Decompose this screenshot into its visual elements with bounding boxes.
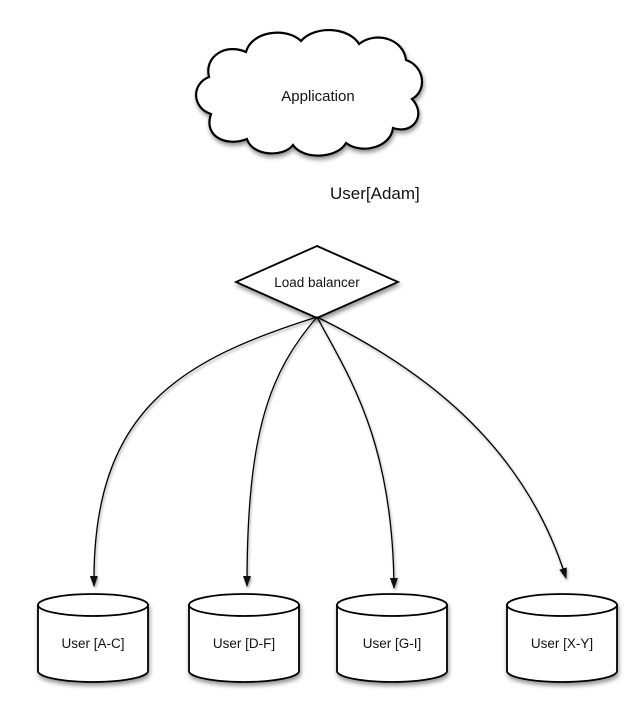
cylinder-top — [188, 593, 300, 617]
edge-to-shard-x-y — [316, 316, 567, 579]
application-cloud-node — [195, 28, 423, 157]
edge-to-shard-g-i — [316, 316, 398, 589]
database-label-d-f: User [D-F] — [213, 636, 275, 651]
application-label: Application — [281, 88, 354, 105]
cloud-shape — [195, 28, 423, 157]
edge-to-shard-d-f — [243, 316, 318, 587]
cylinder-body — [37, 604, 149, 683]
database-node-d-f — [188, 593, 300, 683]
database-node-x-y — [506, 593, 618, 683]
edges-load-balancer-to-shards — [89, 316, 567, 589]
load-balancer-label: Load balancer — [274, 275, 360, 290]
cylinder-body — [336, 604, 448, 683]
cylinder-body — [506, 604, 618, 683]
database-node-g-i — [336, 593, 448, 683]
database-node-a-c — [37, 593, 149, 683]
edge-to-shard-a-c — [89, 316, 318, 587]
edge-request-label: User[Adam] — [330, 184, 420, 203]
cylinder-top — [506, 593, 618, 617]
database-label-g-i: User [G-I] — [363, 636, 422, 651]
database-label-a-c: User [A-C] — [61, 636, 124, 651]
cylinder-body — [188, 604, 300, 683]
database-label-x-y: User [X-Y] — [531, 636, 593, 651]
cylinder-top — [336, 593, 448, 617]
cylinder-top — [37, 593, 149, 617]
